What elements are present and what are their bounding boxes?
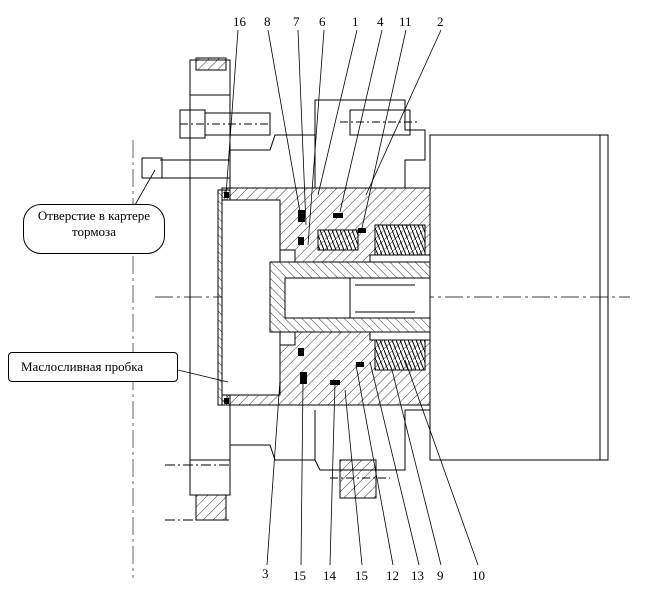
part-number-7: 7 — [293, 14, 300, 29]
part-number-15a: 15 — [293, 568, 306, 583]
part-number-2: 2 — [437, 14, 444, 29]
part-number-3: 3 — [262, 566, 269, 581]
leader-lines — [134, 29, 479, 566]
crankcase-hole-callout: Отверстие в картере тормоза — [23, 204, 165, 254]
part-number-13: 13 — [411, 568, 424, 583]
disc-pack-bottom — [374, 339, 426, 371]
part-number-15b: 15 — [355, 568, 368, 583]
seals — [224, 192, 366, 404]
left-flange — [160, 57, 231, 521]
shaft-sleeve — [269, 261, 431, 333]
part-numbers-top: 16 8 7 6 1 4 11 2 — [233, 14, 444, 29]
part-number-8: 8 — [264, 14, 271, 29]
top-bolts — [141, 109, 420, 179]
part-number-4: 4 — [377, 14, 384, 29]
part-number-16: 16 — [233, 14, 247, 29]
part-number-1: 1 — [352, 14, 359, 29]
disc-pack-top — [317, 224, 426, 256]
part-number-10: 10 — [472, 568, 485, 583]
part-numbers-bottom: 3 15 14 15 12 13 9 10 — [262, 566, 485, 583]
part-number-12: 12 — [386, 568, 399, 583]
part-number-11: 11 — [399, 14, 412, 29]
part-number-9: 9 — [437, 568, 444, 583]
bottom-gear — [330, 459, 390, 499]
drain-plug-callout: Маслосливная пробка — [8, 352, 178, 382]
part-number-6: 6 — [319, 14, 326, 29]
part-number-14: 14 — [323, 568, 337, 583]
motor-body — [405, 134, 609, 461]
